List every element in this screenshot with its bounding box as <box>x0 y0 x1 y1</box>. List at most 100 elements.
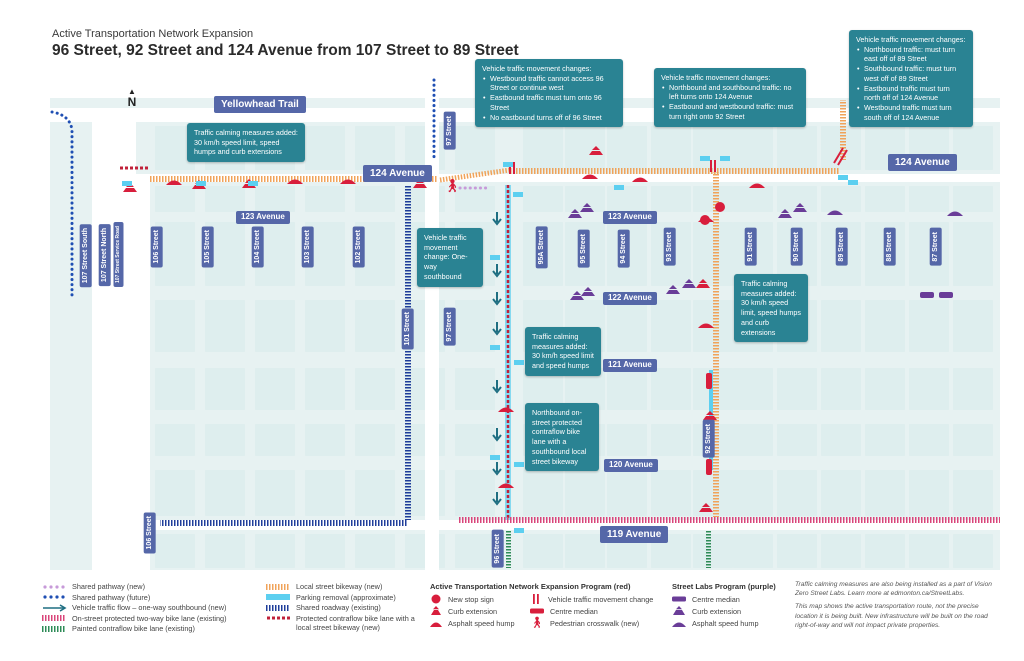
centre-median-icon <box>920 292 934 298</box>
city-block <box>821 300 861 352</box>
traffic-flow-arrow-icon <box>492 218 502 226</box>
north-arrow-icon: ▲ <box>128 87 136 96</box>
speed-hump-icon <box>582 174 598 179</box>
curb-extension-icon <box>592 146 600 150</box>
curb-extension-icon <box>413 184 427 188</box>
callout-text: Traffic calming measures added: 30 km/h … <box>194 128 298 157</box>
street-label-88-street: 88 Street <box>884 228 896 266</box>
city-block <box>455 534 495 568</box>
street-label-91-street: 91 Street <box>745 228 757 266</box>
arrow-right-icon <box>43 603 67 612</box>
city-block <box>565 368 605 410</box>
street-label-87-street: 87 Street <box>930 228 942 266</box>
street-label-92-street: 92 Street <box>703 420 715 458</box>
city-block <box>305 368 345 410</box>
city-block <box>305 534 345 568</box>
city-block <box>355 186 395 212</box>
parking-removal-bar <box>614 185 624 190</box>
curb-extension-icon <box>696 284 710 288</box>
city-block <box>155 368 195 410</box>
street-label-96-street: 96 Street <box>492 530 504 568</box>
street-label-95a-street: 95A Street <box>536 226 548 269</box>
city-block <box>355 470 395 516</box>
speed-hump-icon <box>498 407 514 412</box>
curb-extension-icon <box>568 214 582 218</box>
city-block <box>355 222 395 286</box>
centre-median-icon <box>939 292 953 298</box>
legend-label: Curb extension <box>448 606 498 616</box>
city-block <box>205 186 245 212</box>
legend-item-traffic-flow: Vehicle traffic flow – one-way southboun… <box>42 603 227 614</box>
curb-extension-icon <box>581 292 595 296</box>
parking-removal-bar <box>700 156 710 161</box>
city-block <box>607 470 647 516</box>
traffic-flow-arrow-icon <box>492 328 502 336</box>
callout-text: Traffic calming measures added: 30 km/h … <box>532 332 594 371</box>
city-block <box>565 186 605 212</box>
legend-label: Vehicle traffic flow – one-way southboun… <box>72 603 227 612</box>
avenue-label-123-avenue-east: 123 Avenue <box>603 211 657 224</box>
legend-item-shared-pathway-future: Shared pathway (future) <box>42 593 227 604</box>
callout-bullet: Westbound traffic cannot access 96 Stree… <box>483 74 616 93</box>
city-block <box>305 424 345 456</box>
curb-extension-icon <box>706 411 714 415</box>
legend-notes: Traffic calming measures are also being … <box>795 580 995 634</box>
parking-removal-bar <box>848 180 858 185</box>
hatch-pink-icon <box>42 615 66 621</box>
legend-label: Asphalt speed hump <box>448 618 515 628</box>
city-block <box>565 534 605 568</box>
city-block <box>565 126 605 170</box>
painted-contraflow-92-street <box>706 530 711 568</box>
callout-bullet: No eastbound turns off of 96 Street <box>483 113 616 123</box>
note-disclaimer: This map shows the active transportation… <box>795 603 988 629</box>
city-block <box>155 300 195 352</box>
street-label-97-street-north: 97 Street <box>444 112 456 150</box>
106-street-road <box>136 182 150 570</box>
legend-item-shared-roadway: Shared roadway (existing) <box>266 603 426 614</box>
parking-removal-bar <box>122 181 132 186</box>
route-lines <box>50 78 1000 568</box>
traffic-flow-arrow-icon <box>492 498 502 506</box>
city-block <box>255 186 295 212</box>
119-avenue-road <box>150 520 1000 530</box>
city-block <box>455 300 495 352</box>
callout-text: Northbound on-street protected contraflo… <box>532 408 587 466</box>
parking-removal-bar <box>720 156 730 161</box>
avenue-label-119-avenue: 119 Avenue <box>600 526 669 543</box>
page-title: 96 Street, 92 Street and 124 Avenue from… <box>52 42 519 59</box>
city-block <box>733 534 773 568</box>
legend-atne-program: Active Transportation Network Expansion … <box>430 582 660 629</box>
callout-text: Traffic calming measures added: 30 km/h … <box>741 279 801 337</box>
city-block <box>865 534 905 568</box>
city-block <box>255 424 295 456</box>
local-bikeway-124-avenue-east <box>510 168 840 174</box>
city-block <box>155 534 195 568</box>
centre-median-icon <box>706 459 712 475</box>
speed-hump-icon <box>632 177 648 182</box>
city-block <box>355 368 395 410</box>
street-label-93-street: 93 Street <box>664 228 676 266</box>
legend-label: Pedestrian crosswalk (new) <box>549 618 640 628</box>
city-block <box>693 534 733 568</box>
city-block <box>255 368 295 410</box>
speed-hump-icon <box>340 179 356 184</box>
city-block <box>255 222 295 286</box>
note-street-labs: Traffic calming measures are also being … <box>795 581 992 598</box>
city-block <box>733 368 773 410</box>
callout-vehicle-changes-96-street: Vehicle traffic movement changes: Westbo… <box>475 59 623 128</box>
curb-extension-icon <box>573 291 581 295</box>
legend-lines-column-2: Local street bikeway (new) Parking remov… <box>266 582 426 634</box>
city-block <box>455 470 495 516</box>
speed-hump-icon <box>287 179 303 184</box>
parking-removal-bar <box>248 181 258 186</box>
legend-item-speed-hump: Asphalt speed hump <box>430 618 530 628</box>
callout-bullet: Eastbound traffic must turn north off of… <box>857 84 966 103</box>
legend-label: Asphalt speed hump <box>692 618 759 628</box>
street-label-101-street: 101 Street <box>402 308 414 350</box>
curb-extension-icon <box>702 503 710 507</box>
street-label-102-street: 102 Street <box>353 226 365 268</box>
callout-bullet: Northbound traffic: must turn east off o… <box>857 45 966 64</box>
city-block <box>693 126 733 170</box>
hatch-orange-icon <box>266 583 290 590</box>
city-block <box>733 126 773 170</box>
